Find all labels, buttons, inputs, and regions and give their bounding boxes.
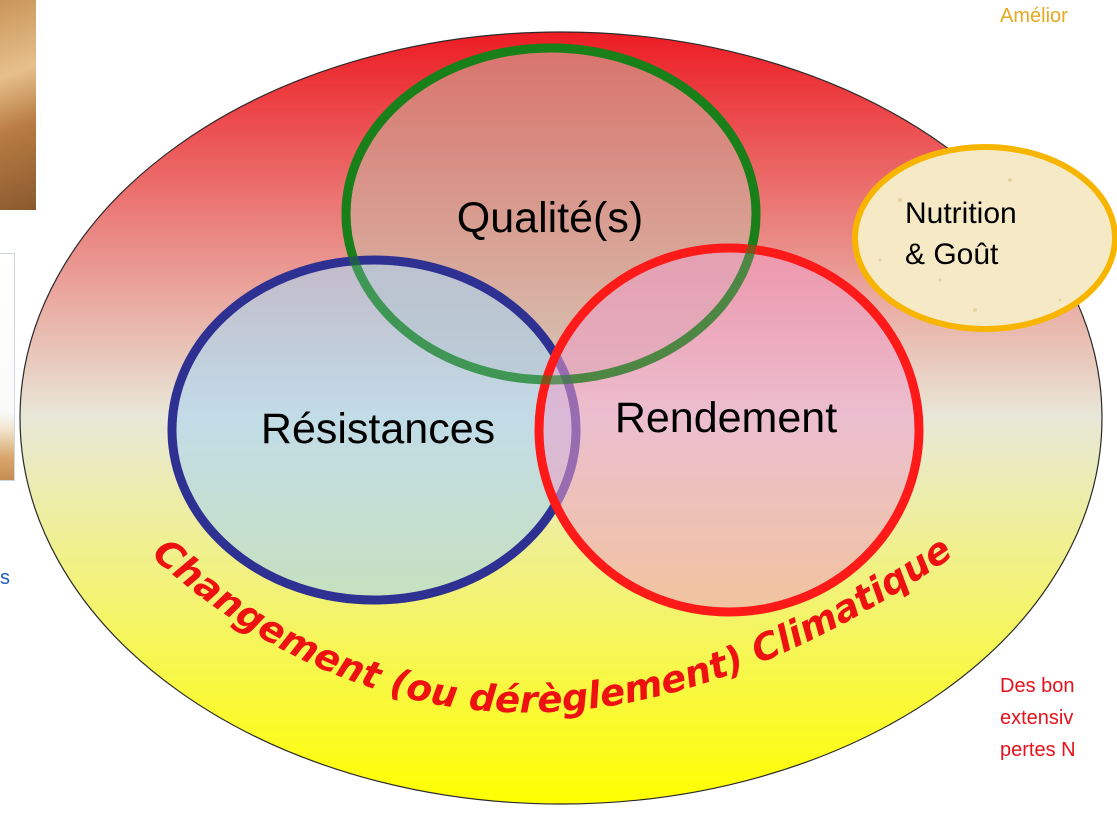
bread-photo-frame bbox=[0, 253, 15, 481]
rendement-circle bbox=[534, 243, 924, 617]
rendement-label: Rendement bbox=[615, 394, 837, 442]
nutrition-circle bbox=[852, 144, 1117, 332]
side-text-bottom: Des bon extensiv pertes N bbox=[1000, 670, 1076, 766]
side-text-amelior: Amélior bbox=[1000, 5, 1068, 27]
side-text-bottom-line3: pertes N bbox=[1000, 739, 1076, 761]
side-text-bottom-line1: Des bon bbox=[1000, 675, 1075, 697]
bread-photo bbox=[0, 0, 36, 210]
resistances-label: Résistances bbox=[261, 405, 495, 453]
qualite-label: Qualité(s) bbox=[457, 194, 643, 242]
nutrition-label-line2: & Goût bbox=[905, 238, 999, 271]
side-text-left: s bbox=[0, 567, 10, 589]
side-text-bottom-line2: extensiv bbox=[1000, 707, 1074, 729]
nutrition-label-line1: Nutrition bbox=[905, 197, 1017, 230]
qualite-ring-overlay bbox=[341, 43, 761, 385]
